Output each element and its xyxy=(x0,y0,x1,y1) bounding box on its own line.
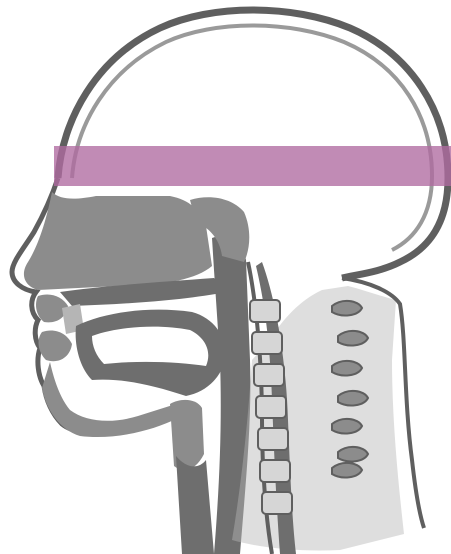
spinous-process xyxy=(332,301,362,316)
pharynx-group xyxy=(190,197,404,554)
vertebral-body xyxy=(262,492,292,514)
spinous-process xyxy=(332,361,362,376)
trachea xyxy=(176,456,214,554)
spinous-process xyxy=(338,391,368,406)
spinous-process xyxy=(332,419,362,434)
spinous-process xyxy=(338,331,368,346)
vertebral-body xyxy=(250,300,280,322)
lower-lip xyxy=(39,331,72,362)
vertebral-body xyxy=(260,460,290,482)
highlight-band xyxy=(54,146,451,186)
spinous-process xyxy=(332,463,362,478)
vertebral-body xyxy=(254,364,284,386)
vertebral-body xyxy=(252,332,282,354)
vertebral-body xyxy=(256,396,286,418)
vertebral-body xyxy=(258,428,288,450)
hyoid-larynx xyxy=(170,400,204,470)
nasal-cavity xyxy=(24,192,212,290)
oral-cavity-space xyxy=(92,327,208,366)
face-group xyxy=(12,178,226,437)
spinous-process xyxy=(338,447,368,462)
